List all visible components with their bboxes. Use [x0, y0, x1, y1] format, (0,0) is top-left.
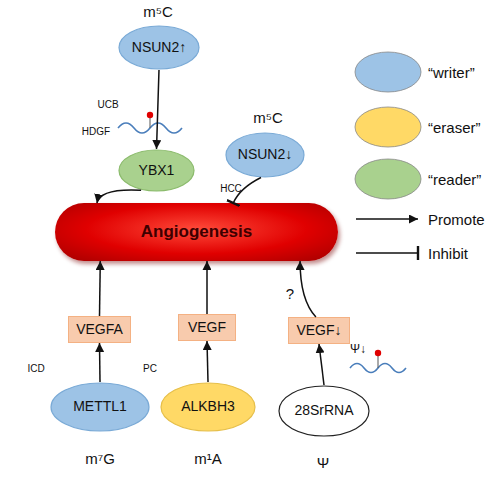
- legend-swatch: [355, 107, 421, 147]
- inhibit-legend: Inhibit: [428, 245, 468, 262]
- promote-arrow: [99, 343, 101, 382]
- node-label: VEGF: [188, 320, 226, 335]
- node-label: YBX1: [139, 163, 175, 178]
- modification-type: m⁵C: [253, 109, 283, 126]
- legend-swatch: [355, 52, 421, 92]
- promote-arrow: [206, 261, 208, 314]
- context-label: HCC: [220, 183, 242, 194]
- node-label: 28SrRNA: [294, 403, 353, 418]
- inhibit-connector: [233, 178, 261, 203]
- eraser-ellipse: ALKBH3: [160, 382, 256, 432]
- node-label: METTL1: [73, 399, 127, 414]
- target-box: VEGF↓: [288, 317, 350, 344]
- context-label: UCB: [97, 99, 118, 110]
- modification-type: Ψ: [317, 454, 330, 471]
- promote-arrow: [300, 261, 316, 317]
- context-label: PC: [143, 363, 157, 374]
- ellipse-shape: [279, 386, 369, 436]
- rna-ellipse: 28SrRNA: [278, 385, 370, 437]
- modification-type: m¹A: [194, 450, 222, 467]
- modification-type: m⁵C: [143, 3, 173, 20]
- promote-arrow: [99, 261, 101, 316]
- rrna-strand: [350, 364, 406, 373]
- reader-legend: “reader”: [428, 171, 481, 188]
- node-label: VEGFA: [76, 322, 123, 337]
- promote-arrow: [207, 341, 208, 382]
- promote-sample: [356, 218, 418, 220]
- promote-legend: Promote: [428, 211, 485, 228]
- modification-dot: [147, 112, 153, 118]
- ellipse-shape: [226, 133, 304, 177]
- writer-legend: “writer”: [428, 64, 475, 81]
- modification-dot: [375, 350, 381, 356]
- mrna-strand: [118, 123, 182, 133]
- gene-label: HDGF: [82, 126, 110, 137]
- writer-ellipse: METTL1: [50, 382, 150, 432]
- modification-level: Ψ↓: [350, 342, 366, 356]
- inhibit-sample: [356, 252, 418, 254]
- process-band: Angiogenesis: [55, 203, 338, 261]
- node-label: VEGF↓: [296, 323, 341, 338]
- modification-stem: [150, 117, 151, 128]
- target-box: VEGFA: [68, 316, 131, 343]
- ellipse-shape: [119, 26, 199, 69]
- ellipse-shape: [51, 383, 149, 431]
- promote-arrow: [97, 190, 141, 203]
- node-label: NSUN2↑: [132, 40, 186, 55]
- promote-arrow: [319, 344, 324, 385]
- process-title: Angiogenesis: [141, 223, 252, 242]
- reader-ellipse: YBX1: [118, 149, 195, 192]
- node-label: ALKBH3: [181, 399, 235, 414]
- context-label: ICD: [27, 363, 44, 374]
- edge-label: ?: [286, 284, 294, 301]
- ellipse-shape: [119, 150, 194, 191]
- promote-arrow: [157, 70, 160, 149]
- legend-swatch: [355, 159, 421, 199]
- node-label: NSUN2↓: [238, 147, 292, 162]
- modification-stem: [378, 356, 379, 368]
- writer-ellipse: NSUN2↑: [118, 25, 200, 70]
- modification-type: m⁷G: [85, 450, 115, 467]
- target-box: VEGF: [178, 314, 236, 341]
- eraser-legend: “eraser”: [428, 119, 481, 136]
- ellipse-shape: [161, 383, 255, 431]
- writer-ellipse: NSUN2↓: [225, 132, 305, 178]
